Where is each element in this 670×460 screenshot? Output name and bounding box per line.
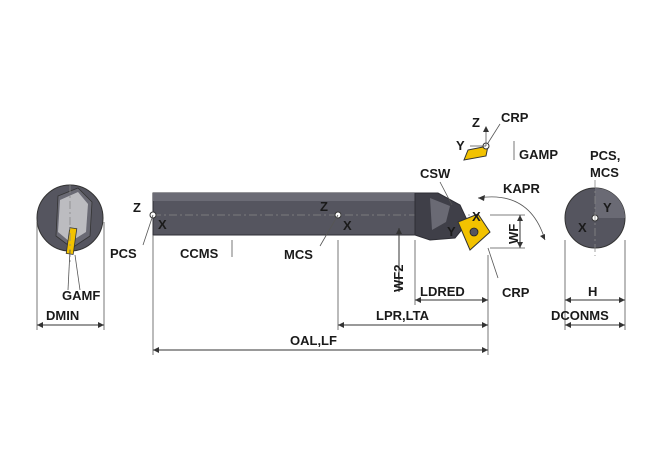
x-tip-label: X bbox=[472, 209, 481, 224]
dmin-label: DMIN bbox=[46, 308, 79, 323]
x-right-label: X bbox=[578, 220, 587, 235]
h-label: H bbox=[588, 284, 597, 299]
csw-label: CSW bbox=[420, 166, 451, 181]
gamp-label: GAMP bbox=[519, 147, 558, 162]
y-right-label: Y bbox=[603, 200, 612, 215]
crp-right-label: CRP bbox=[502, 285, 530, 300]
oal-lf-label: OAL,LF bbox=[290, 333, 337, 348]
y-top-label: Y bbox=[456, 138, 465, 153]
wf2-label: WF2 bbox=[391, 265, 406, 292]
detail-insert-icon bbox=[463, 145, 489, 161]
dconms-label: DCONMS bbox=[551, 308, 609, 323]
x-left-label: X bbox=[158, 217, 167, 232]
left-end-view bbox=[36, 184, 104, 262]
z-left-label: Z bbox=[133, 200, 141, 215]
insert-detail bbox=[463, 126, 515, 161]
pcs-label: PCS bbox=[110, 246, 137, 261]
wf-label: WF bbox=[506, 224, 521, 244]
right-end-view bbox=[564, 180, 626, 256]
x-mid-label: X bbox=[343, 218, 352, 233]
kapr-label: KAPR bbox=[503, 181, 540, 196]
z-top-label: Z bbox=[472, 115, 480, 130]
crp-top-label: CRP bbox=[501, 110, 529, 125]
lpr-lta-label: LPR,LTA bbox=[376, 308, 430, 323]
ldred-label: LDRED bbox=[420, 284, 465, 299]
y-tip-label: Y bbox=[447, 224, 456, 239]
mcs-right-label: MCS bbox=[590, 165, 619, 180]
ccms-label: CCMS bbox=[180, 246, 219, 261]
z-mid-label: Z bbox=[320, 199, 328, 214]
gamf-label: GAMF bbox=[62, 288, 100, 303]
tool-shank bbox=[152, 192, 491, 251]
insert-screw-icon bbox=[469, 227, 479, 237]
pcs-mcs-label: PCS, bbox=[590, 148, 620, 163]
mcs-label: MCS bbox=[284, 247, 313, 262]
